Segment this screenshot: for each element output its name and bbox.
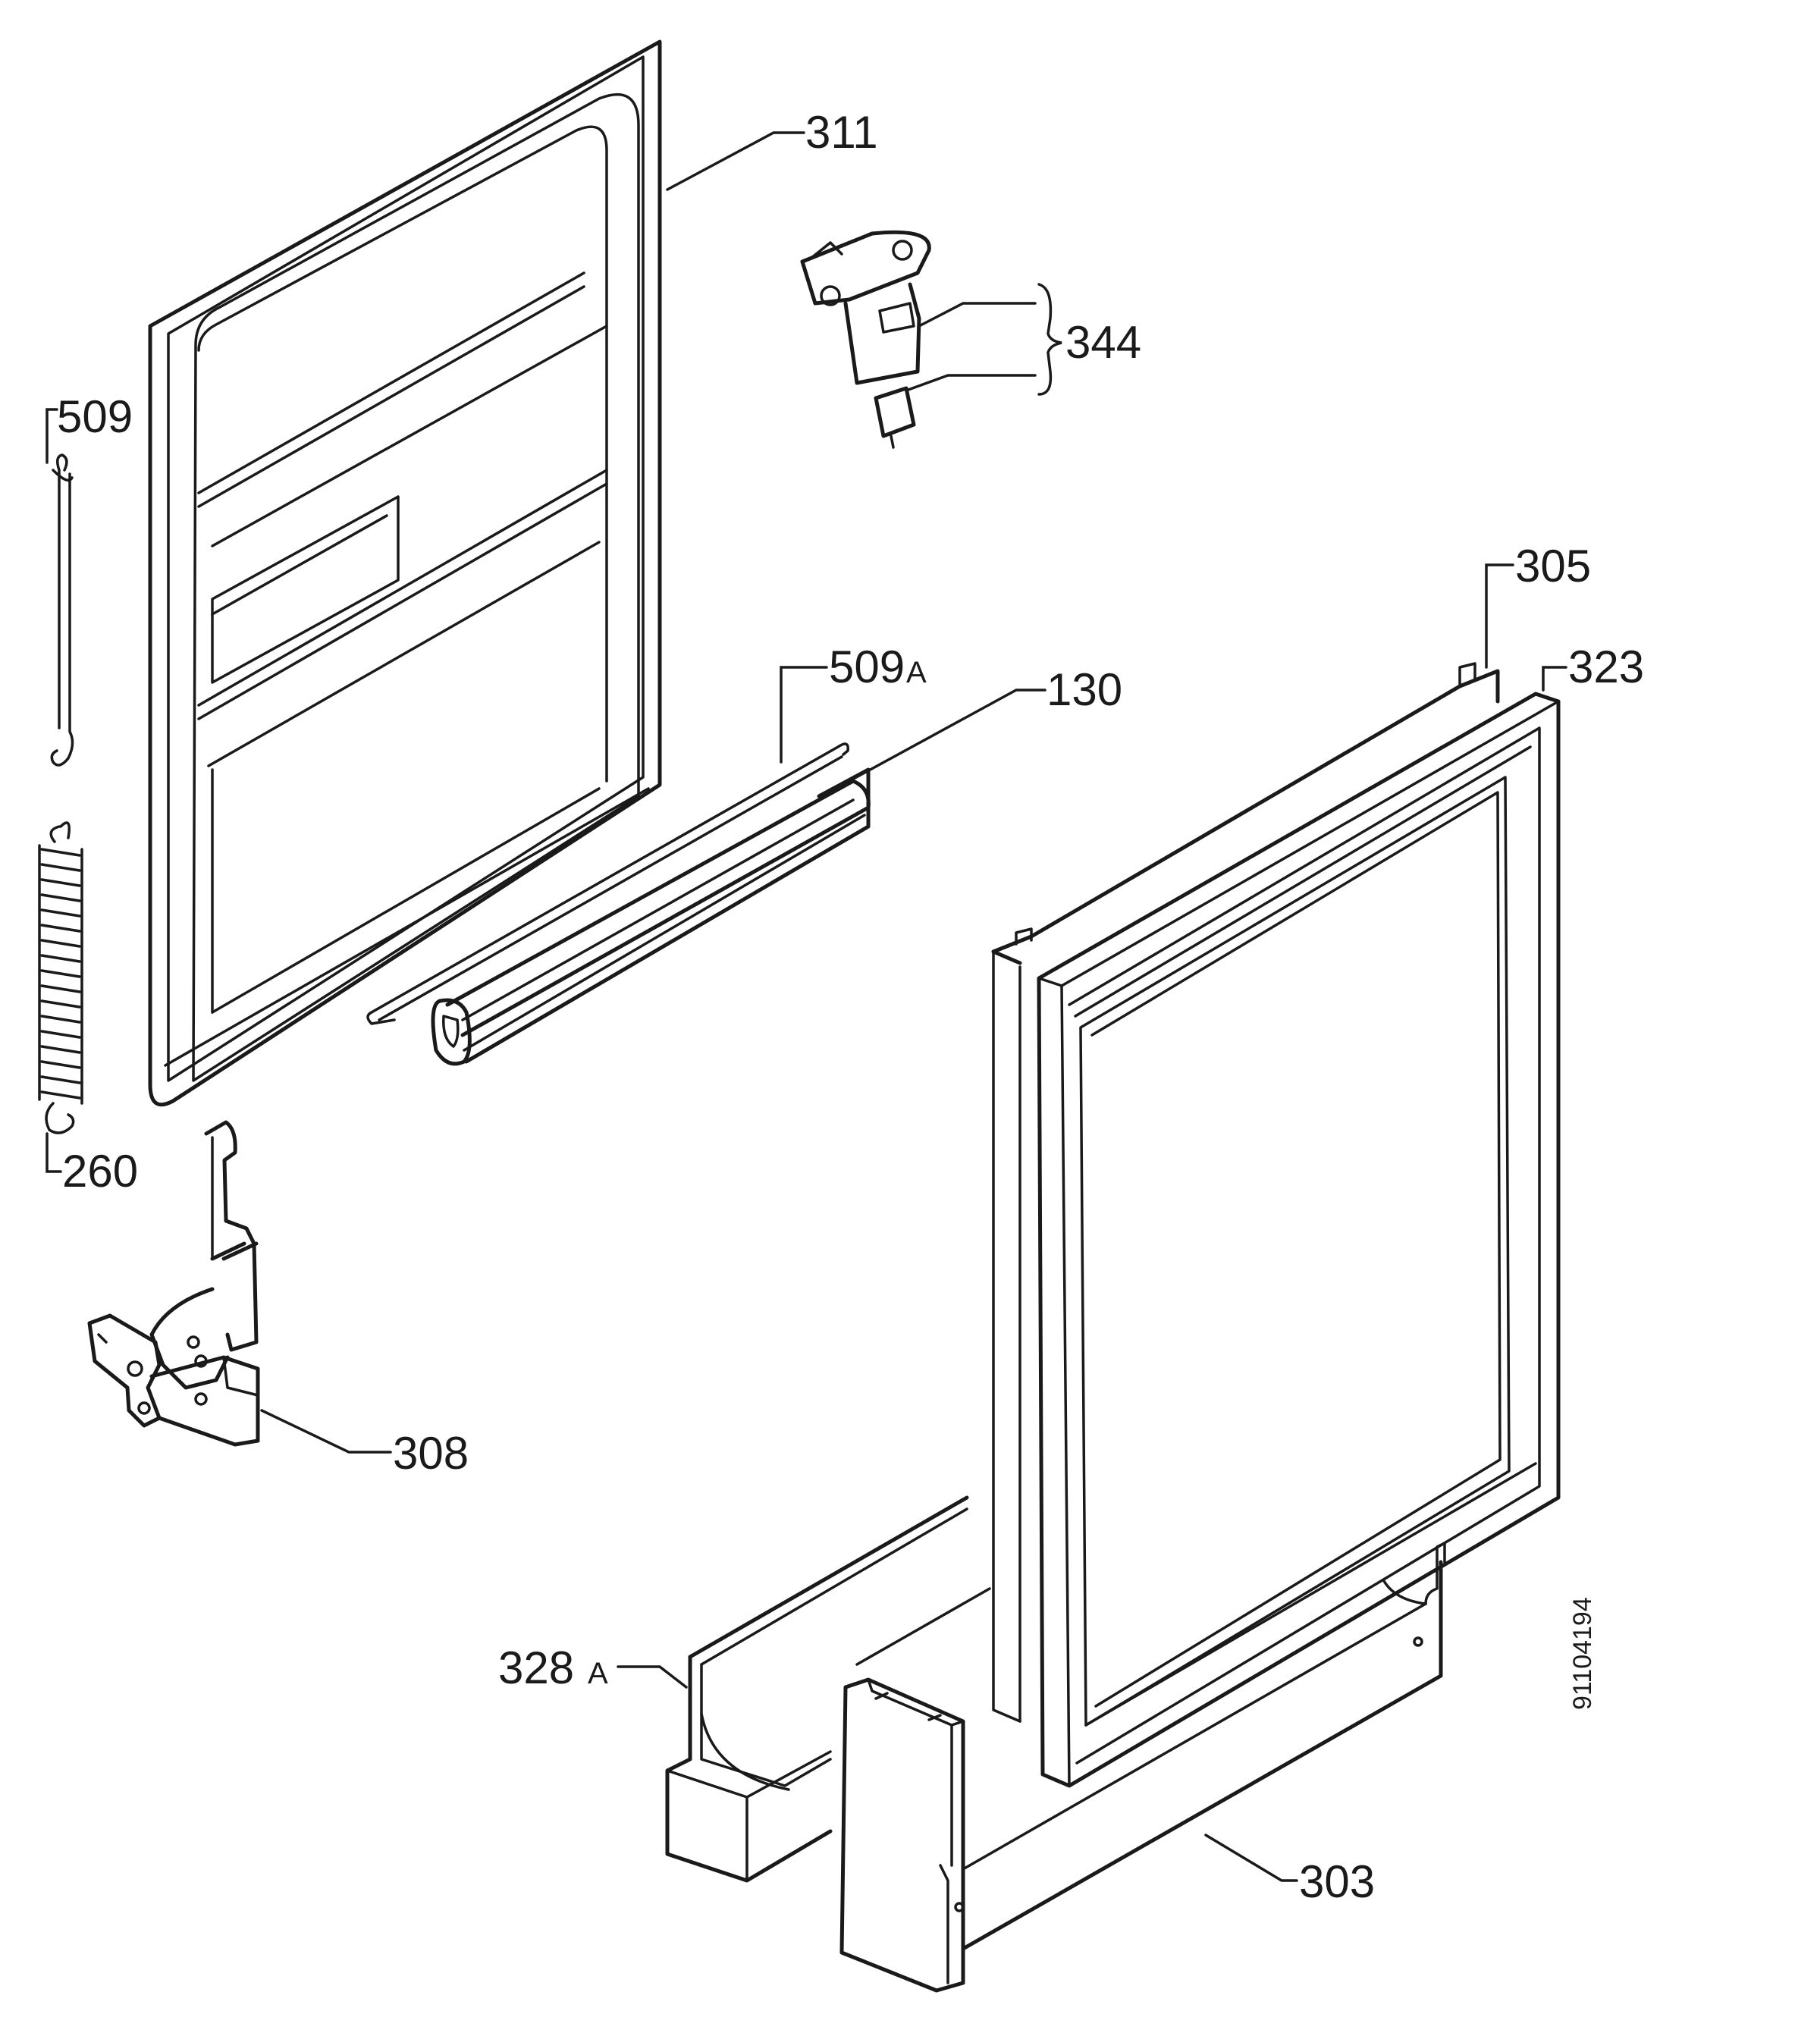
leader-260 bbox=[46, 1132, 62, 1173]
kick-plate-328a bbox=[665, 1495, 991, 1883]
outer-door-frame-323 bbox=[1037, 692, 1561, 1788]
rod-509a bbox=[366, 742, 849, 1025]
leader-130 bbox=[848, 689, 1046, 783]
label-323: 323 bbox=[1568, 642, 1644, 692]
label-308: 308 bbox=[393, 1428, 469, 1479]
label-328a: 328 bbox=[498, 1642, 574, 1693]
leader-344 bbox=[905, 283, 1062, 396]
label-260: 260 bbox=[62, 1146, 138, 1197]
door-seal-130 bbox=[431, 767, 871, 1066]
leader-305 bbox=[1485, 563, 1514, 669]
label-328a-suffix: A bbox=[588, 1657, 608, 1690]
inner-door-panel-311 bbox=[148, 39, 662, 1107]
leader-303 bbox=[1204, 1834, 1298, 1882]
label-509: 509 bbox=[57, 391, 133, 442]
label-303: 303 bbox=[1299, 1856, 1375, 1907]
label-130: 130 bbox=[1046, 664, 1122, 715]
leader-323 bbox=[1542, 666, 1567, 692]
label-311: 311 bbox=[805, 107, 878, 158]
leader-509 bbox=[46, 408, 58, 464]
label-509a-suffix: A bbox=[906, 656, 927, 689]
hinge-308 bbox=[87, 1120, 260, 1447]
label-344: 344 bbox=[1065, 317, 1141, 368]
door-lock-344 bbox=[800, 230, 931, 449]
label-305: 305 bbox=[1515, 541, 1591, 591]
leader-311 bbox=[666, 131, 805, 191]
hook-rod-509 bbox=[50, 453, 74, 767]
lower-panel-303 bbox=[839, 1542, 1446, 1993]
leader-308 bbox=[260, 1409, 392, 1454]
door-frame-305 bbox=[991, 662, 1500, 1723]
drawing-code: 91104194 bbox=[1568, 1597, 1597, 1710]
label-509a: 509 bbox=[829, 642, 905, 692]
spring-260 bbox=[38, 821, 83, 1134]
leader-509a bbox=[780, 666, 828, 764]
leader-328a bbox=[617, 1665, 688, 1689]
